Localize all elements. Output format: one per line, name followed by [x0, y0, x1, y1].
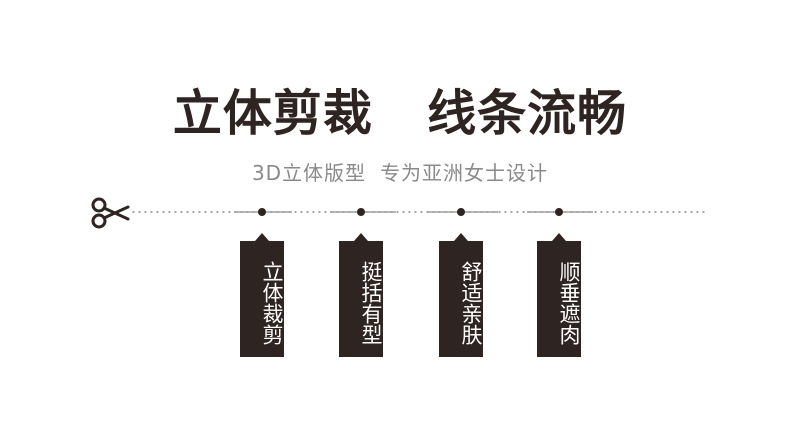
headline: 立体剪裁 线条流畅 [0, 82, 800, 146]
headline-left: 立体剪裁 [172, 85, 373, 142]
tag-label: 立体裁剪 [260, 261, 284, 345]
tag-shape [240, 233, 284, 357]
tag-shape [439, 233, 483, 357]
cut-node-1 [258, 208, 266, 216]
headline-space [391, 85, 409, 142]
tag-label: 挺括有型 [359, 261, 383, 345]
cut-node-2 [357, 208, 365, 216]
tag-shape [339, 233, 383, 357]
subline-right: 专为亚洲女士设计 [380, 161, 549, 185]
tag-label: 舒适亲肤 [459, 261, 483, 345]
scissors-icon [91, 197, 130, 229]
cut-node-3 [457, 208, 465, 216]
cut-node-4 [555, 208, 563, 216]
headline-right: 线条流畅 [427, 85, 628, 142]
subline: 3D立体版型专为亚洲女士设计 [0, 158, 800, 188]
subline-left: 3D立体版型 [251, 161, 367, 185]
tag-shape [537, 233, 581, 357]
tag-label: 顺垂遮肉 [557, 261, 581, 345]
